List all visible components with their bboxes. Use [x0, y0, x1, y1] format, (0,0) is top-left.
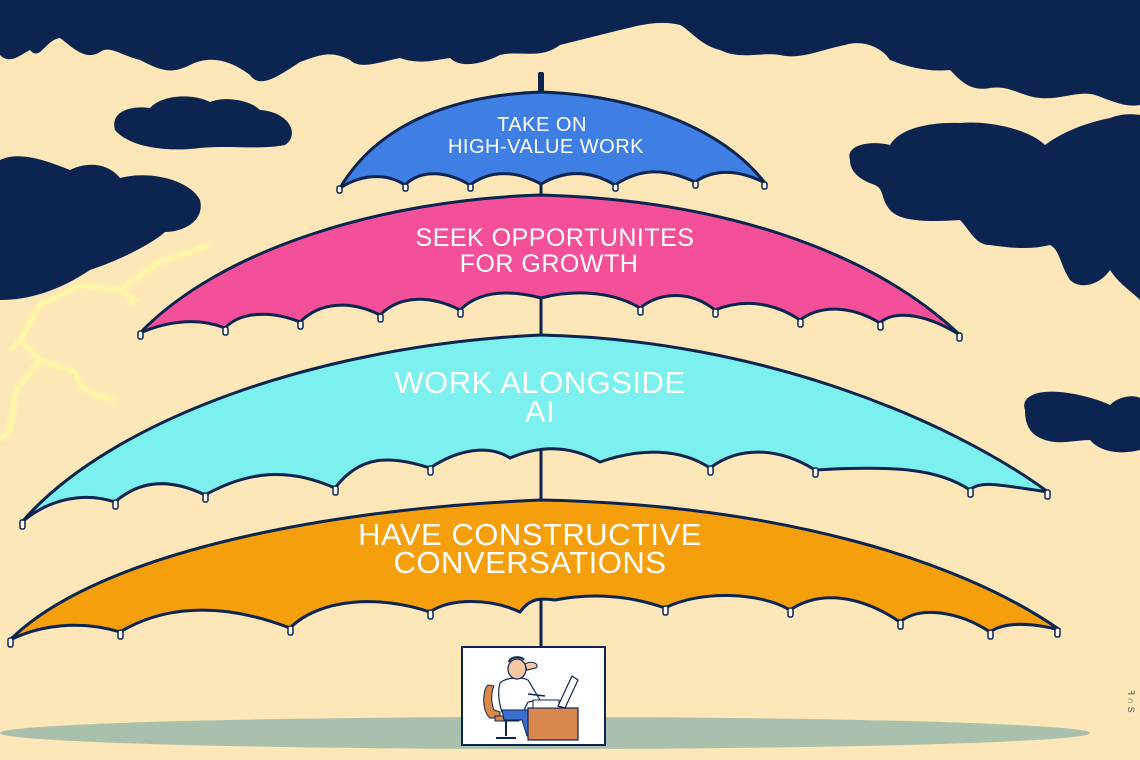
worker-picture [461, 646, 606, 746]
umbrella-second-line2: FOR GROWTH [460, 250, 639, 278]
umbrella-top-line2: HIGH-VALUE WORK [448, 136, 644, 158]
umbrella-bottom-line1: HAVE CONSTRUCTIVE [358, 517, 702, 552]
worker-figure [498, 656, 546, 737]
right-small-cloud [1024, 391, 1140, 453]
umbrella-third-line1: WORK ALONGSIDE [394, 365, 685, 400]
umbrella-bottom: HAVE CONSTRUCTIVE CONVERSATIONS [8, 498, 1061, 642]
umbrella-bottom-line2: CONVERSATIONS [394, 545, 667, 580]
worker-head [507, 658, 527, 680]
umbrella-third: WORK ALONGSIDE AI [20, 333, 1049, 524]
desk [527, 699, 579, 741]
right-cloud [849, 114, 1140, 300]
umbrella-second-line1: SEEK OPPORTUNITES [416, 224, 695, 252]
artist-credit: ꟻ ∩ S [1126, 690, 1136, 713]
umbrella-canopy-top [338, 90, 767, 190]
umbrella-canopy-third [20, 333, 1049, 524]
umbrella-top: TAKE ON HIGH-VALUE WORK [338, 90, 767, 190]
small-cloud [114, 96, 292, 150]
left-cloud [0, 156, 201, 300]
umbrella-tips [7, 180, 1061, 648]
computer-monitor [557, 675, 579, 709]
worker-nose [524, 661, 538, 671]
umbrella-top-line1: TAKE ON [497, 114, 587, 136]
umbrella-canopy-bottom [8, 498, 1061, 642]
umbrella-tip [538, 72, 544, 92]
lightning-bolt [0, 243, 211, 442]
storm-cloud-top [0, 0, 1140, 106]
umbrella-third-line2: AI [525, 394, 555, 429]
